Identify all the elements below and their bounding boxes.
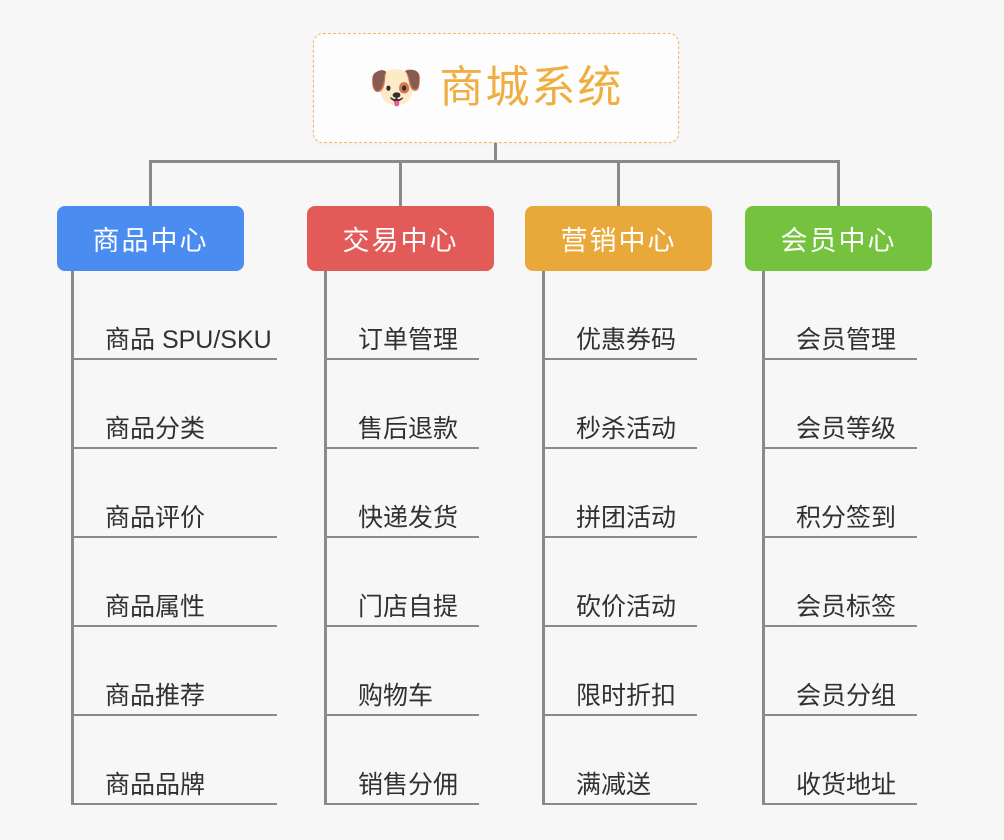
leaf-item-label: 会员等级: [796, 414, 897, 443]
leaf-item-label: 售后退款: [358, 414, 459, 443]
leaf-item[interactable]: 门店自提: [324, 538, 479, 627]
drop-line-2: [399, 160, 402, 208]
root-node[interactable]: 🐶 商城系统: [313, 33, 679, 143]
root-title: 商城系统: [439, 63, 624, 112]
leaf-item-label: 拼团活动: [576, 503, 677, 532]
dog-face-icon: 🐶: [368, 63, 424, 112]
leaf-item[interactable]: 砍价活动: [542, 538, 697, 627]
category-label: 营销中心: [560, 226, 677, 256]
leaf-item-label: 商品品牌: [105, 770, 206, 799]
leaf-item-label: 商品推荐: [105, 681, 206, 710]
leaf-item[interactable]: 秒杀活动: [542, 360, 697, 449]
leaf-item-label: 订单管理: [358, 325, 459, 354]
leaf-item[interactable]: 商品品牌: [71, 716, 277, 805]
leaf-item-label: 购物车: [358, 681, 434, 710]
leaf-item[interactable]: 会员管理: [762, 271, 917, 360]
leaf-item[interactable]: 商品推荐: [71, 627, 277, 716]
category-box-2[interactable]: 交易中心: [307, 206, 494, 271]
branch-trunk-line: [762, 271, 765, 805]
drop-line-4: [837, 160, 840, 208]
leaf-item-label: 会员标签: [796, 592, 897, 621]
leaf-item-label: 商品分类: [105, 414, 206, 443]
category-box-4[interactable]: 会员中心: [745, 206, 932, 271]
leaf-item[interactable]: 优惠券码: [542, 271, 697, 360]
leaf-item-label: 秒杀活动: [576, 414, 677, 443]
leaf-item-label: 快递发货: [358, 503, 459, 532]
leaf-item[interactable]: 售后退款: [324, 360, 479, 449]
leaf-item-label: 会员管理: [796, 325, 897, 354]
leaf-item[interactable]: 限时折扣: [542, 627, 697, 716]
leaf-item[interactable]: 满减送: [542, 716, 697, 805]
leaf-item-label: 门店自提: [358, 592, 459, 621]
leaf-item[interactable]: 收货地址: [762, 716, 917, 805]
leaf-item-label: 砍价活动: [576, 592, 677, 621]
category-bus-line: [150, 160, 840, 163]
branch-trunk-line: [71, 271, 74, 805]
branch-trunk-line: [542, 271, 545, 805]
leaf-item-label: 限时折扣: [576, 681, 677, 710]
leaf-item-label: 会员分组: [796, 681, 897, 710]
leaf-item-label: 商品评价: [105, 503, 206, 532]
leaf-item[interactable]: 拼团活动: [542, 449, 697, 538]
leaf-item[interactable]: 销售分佣: [324, 716, 479, 805]
leaf-item[interactable]: 会员标签: [762, 538, 917, 627]
leaf-item[interactable]: 积分签到: [762, 449, 917, 538]
drop-line-3: [617, 160, 620, 208]
category-box-1[interactable]: 商品中心: [57, 206, 244, 271]
category-label: 会员中心: [780, 226, 897, 256]
leaf-item-label: 收货地址: [796, 770, 897, 799]
leaf-item[interactable]: 商品属性: [71, 538, 277, 627]
leaf-item-label: 商品属性: [105, 592, 206, 621]
leaf-item[interactable]: 订单管理: [324, 271, 479, 360]
leaf-item[interactable]: 购物车: [324, 627, 479, 716]
leaf-item[interactable]: 商品 SPU/SKU: [71, 271, 277, 360]
leaf-item-label: 销售分佣: [358, 770, 459, 799]
category-label: 交易中心: [342, 226, 459, 256]
leaf-item[interactable]: 会员分组: [762, 627, 917, 716]
category-label: 商品中心: [92, 226, 209, 256]
leaf-item[interactable]: 快递发货: [324, 449, 479, 538]
leaf-item-label: 商品 SPU/SKU: [105, 325, 272, 354]
branch-trunk-line: [324, 271, 327, 805]
leaf-item[interactable]: 会员等级: [762, 360, 917, 449]
category-box-3[interactable]: 营销中心: [525, 206, 712, 271]
drop-line-1: [149, 160, 152, 208]
root-stem-line: [494, 143, 497, 163]
leaf-item-label: 满减送: [576, 770, 652, 799]
leaf-item-label: 优惠券码: [576, 325, 677, 354]
leaf-item-label: 积分签到: [796, 503, 897, 532]
leaf-item[interactable]: 商品评价: [71, 449, 277, 538]
leaf-item[interactable]: 商品分类: [71, 360, 277, 449]
